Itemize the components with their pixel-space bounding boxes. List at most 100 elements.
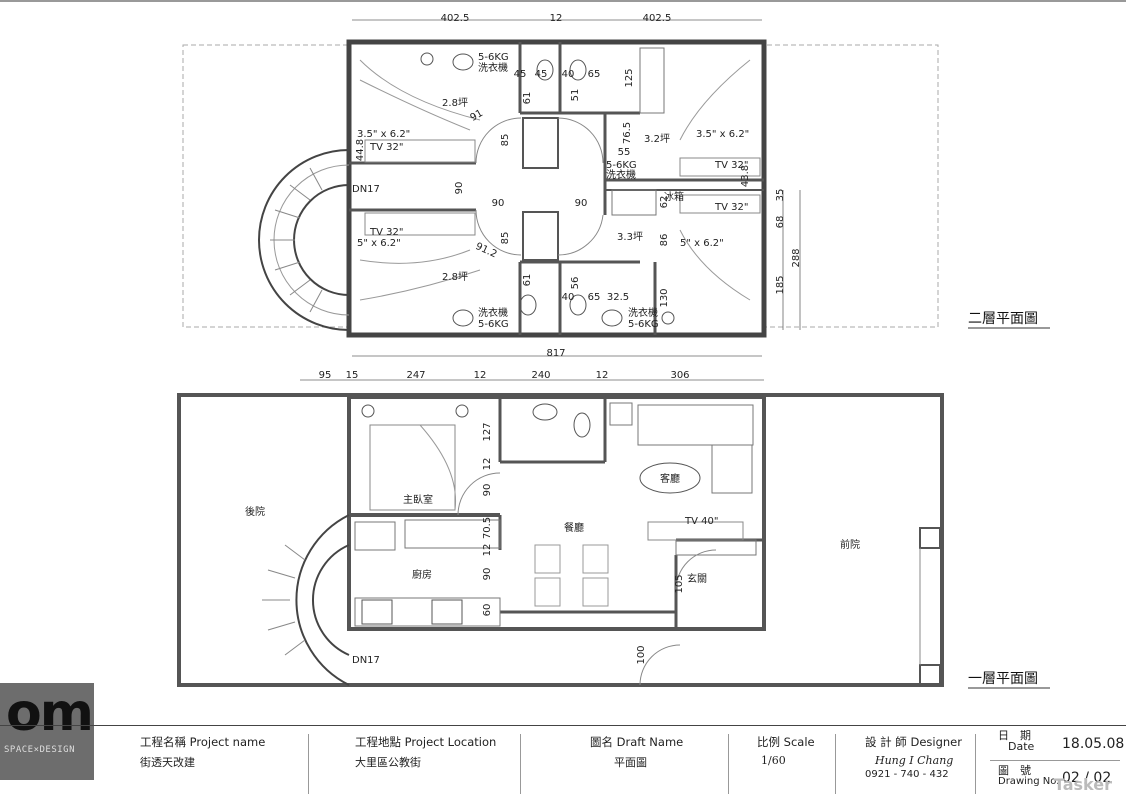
dim-label: 12 [482,544,493,557]
bed-size-label: 5" x 6.2" [680,238,724,249]
designer-phone: 0921 - 740 - 432 [865,769,949,780]
dim-label: 68 [775,216,786,229]
lower-plan-title: 一層平面圖 [968,671,1038,687]
date-value: 18.05.08 [1062,736,1125,752]
dim-label: 90 [482,568,493,581]
room-label: 客廳 [660,472,680,485]
floor-plan-drawing: 402.5 12 402.5 817 288 185 68 35 43.8 44… [0,0,1126,689]
dim-label: 90 [454,182,465,195]
scale-label: 比例 Scale [757,735,815,749]
fixture-label: 5-6KG [478,319,509,330]
dim-label: 40 [562,69,575,80]
dim-label: 127 [482,422,493,441]
fixture-label: 5-6KG [606,160,637,171]
dim-label: 85 [500,134,511,147]
designer-label: 設 計 師 Designer [865,735,962,749]
dim-label: 90 [575,198,588,209]
room-area-label: 3.3坪 [617,230,643,243]
fixture-label: 洗衣機 [628,306,658,319]
dim-label: 65 [588,292,601,303]
dim-label: 402.5 [643,13,672,24]
room-label: 主臥室 [403,493,433,506]
room-label: 廚房 [412,568,432,581]
dim-label: 15 [346,370,359,381]
dim-label: 288 [791,248,802,267]
draft-name-value: 平面圖 [614,756,647,769]
dim-label: 125 [624,68,635,87]
dim-label: 95 [319,370,332,381]
dim-label: 247 [406,370,425,381]
bed-size-label: 3.5" x 6.2" [696,129,749,140]
dim-label: 306 [670,370,689,381]
dim-label: 61 [522,92,533,105]
room-area-label: 3.2坪 [644,132,670,145]
project-location-label: 工程地點 Project Location [355,735,497,749]
dim-label: 85 [500,232,511,245]
dim-label: 240 [531,370,550,381]
project-name-cell: 工程名稱 Project name 街透天改建 [140,734,265,770]
dim-label: 130 [659,288,670,307]
dim-label: 44.8 [355,139,366,161]
dim-label: 12 [482,458,493,471]
draft-name-cell: 圖名 Draft Name 平面圖 [590,734,683,770]
logo-text: om [6,683,94,743]
dim-label: 90 [482,484,493,497]
upper-plan-title: 二層平面圖 [968,311,1038,327]
fixture-label: 洗衣機 [478,306,508,319]
dim-label: 40 [562,292,575,303]
room-area-label: 2.8坪 [442,270,468,283]
dim-label: 62 [659,196,670,209]
lower-plan [177,379,944,687]
dim-label: 76.5 [622,122,633,144]
dim-label: 100 [636,645,647,664]
project-name-value: 街透天改建 [140,756,195,769]
room-label: 餐廳 [564,521,584,534]
dim-label: 817 [546,348,565,359]
project-location-cell: 工程地點 Project Location 大里區公教街 [355,734,496,770]
dim-label: 45 [514,69,527,80]
company-logo: om SPACE×DESIGN [0,683,94,780]
drawing-no-label-cell: 圖 號 Drawing No. [998,765,1059,787]
drawing-label-en: Drawing No. [998,776,1060,787]
tv-label: TV 32" [714,202,748,213]
dim-label: 402.5 [441,13,470,24]
date-label-cell: 日 期 Date [998,730,1034,752]
fixture-label: 5-6KG [478,52,509,63]
logo-subtext: SPACE×DESIGN [4,745,76,755]
stair-down-label: DN17 [352,184,380,195]
date-label-cn: 日 期 [998,729,1031,742]
dim-label: 86 [659,234,670,247]
watermark: Tasker [1053,775,1112,794]
drawing-label-cn: 圖 號 [998,764,1031,777]
dim-label: 12 [474,370,487,381]
dim-label: 55 [618,147,631,158]
tv-label: TV 32" [369,227,403,238]
tv-label: TV 32" [714,160,748,171]
dim-label: 12 [596,370,609,381]
fixture-label: 洗衣機 [606,168,636,181]
stair-down-label: DN17 [352,655,380,666]
bed-size-label: 3.5" x 6.2" [357,129,410,140]
draft-name-label: 圖名 Draft Name [590,735,684,749]
dim-label: 90 [492,198,505,209]
dim-label: 56 [570,277,581,290]
dim-label: 60 [482,604,493,617]
drawing-no-value: 02 / 02 [1062,770,1112,786]
dim-label: 185 [775,275,786,294]
tv-label: TV 32" [369,142,403,153]
project-name-label: 工程名稱 Project name [140,735,266,749]
date-label-en: Date [1008,740,1035,753]
dim-label: 70.5 [482,517,493,539]
fridge-label: 冰箱 [664,190,684,203]
scale-cell: 比例 Scale 1/60 [757,734,815,767]
dim-label: 43.8 [740,165,751,187]
dim-label: 105 [674,574,685,593]
bed-size-label: 5" x 6.2" [357,238,401,249]
fixture-label: 洗衣機 [478,61,508,74]
project-location-value: 大里區公教街 [355,756,421,769]
dim-label: 12 [550,13,563,24]
dim-label: 65 [588,69,601,80]
title-block: 工程名稱 Project name 街透天改建 工程地點 Project Loc… [0,725,1126,801]
tv-label: TV 40" [684,516,718,527]
dim-label: 51 [570,89,581,102]
